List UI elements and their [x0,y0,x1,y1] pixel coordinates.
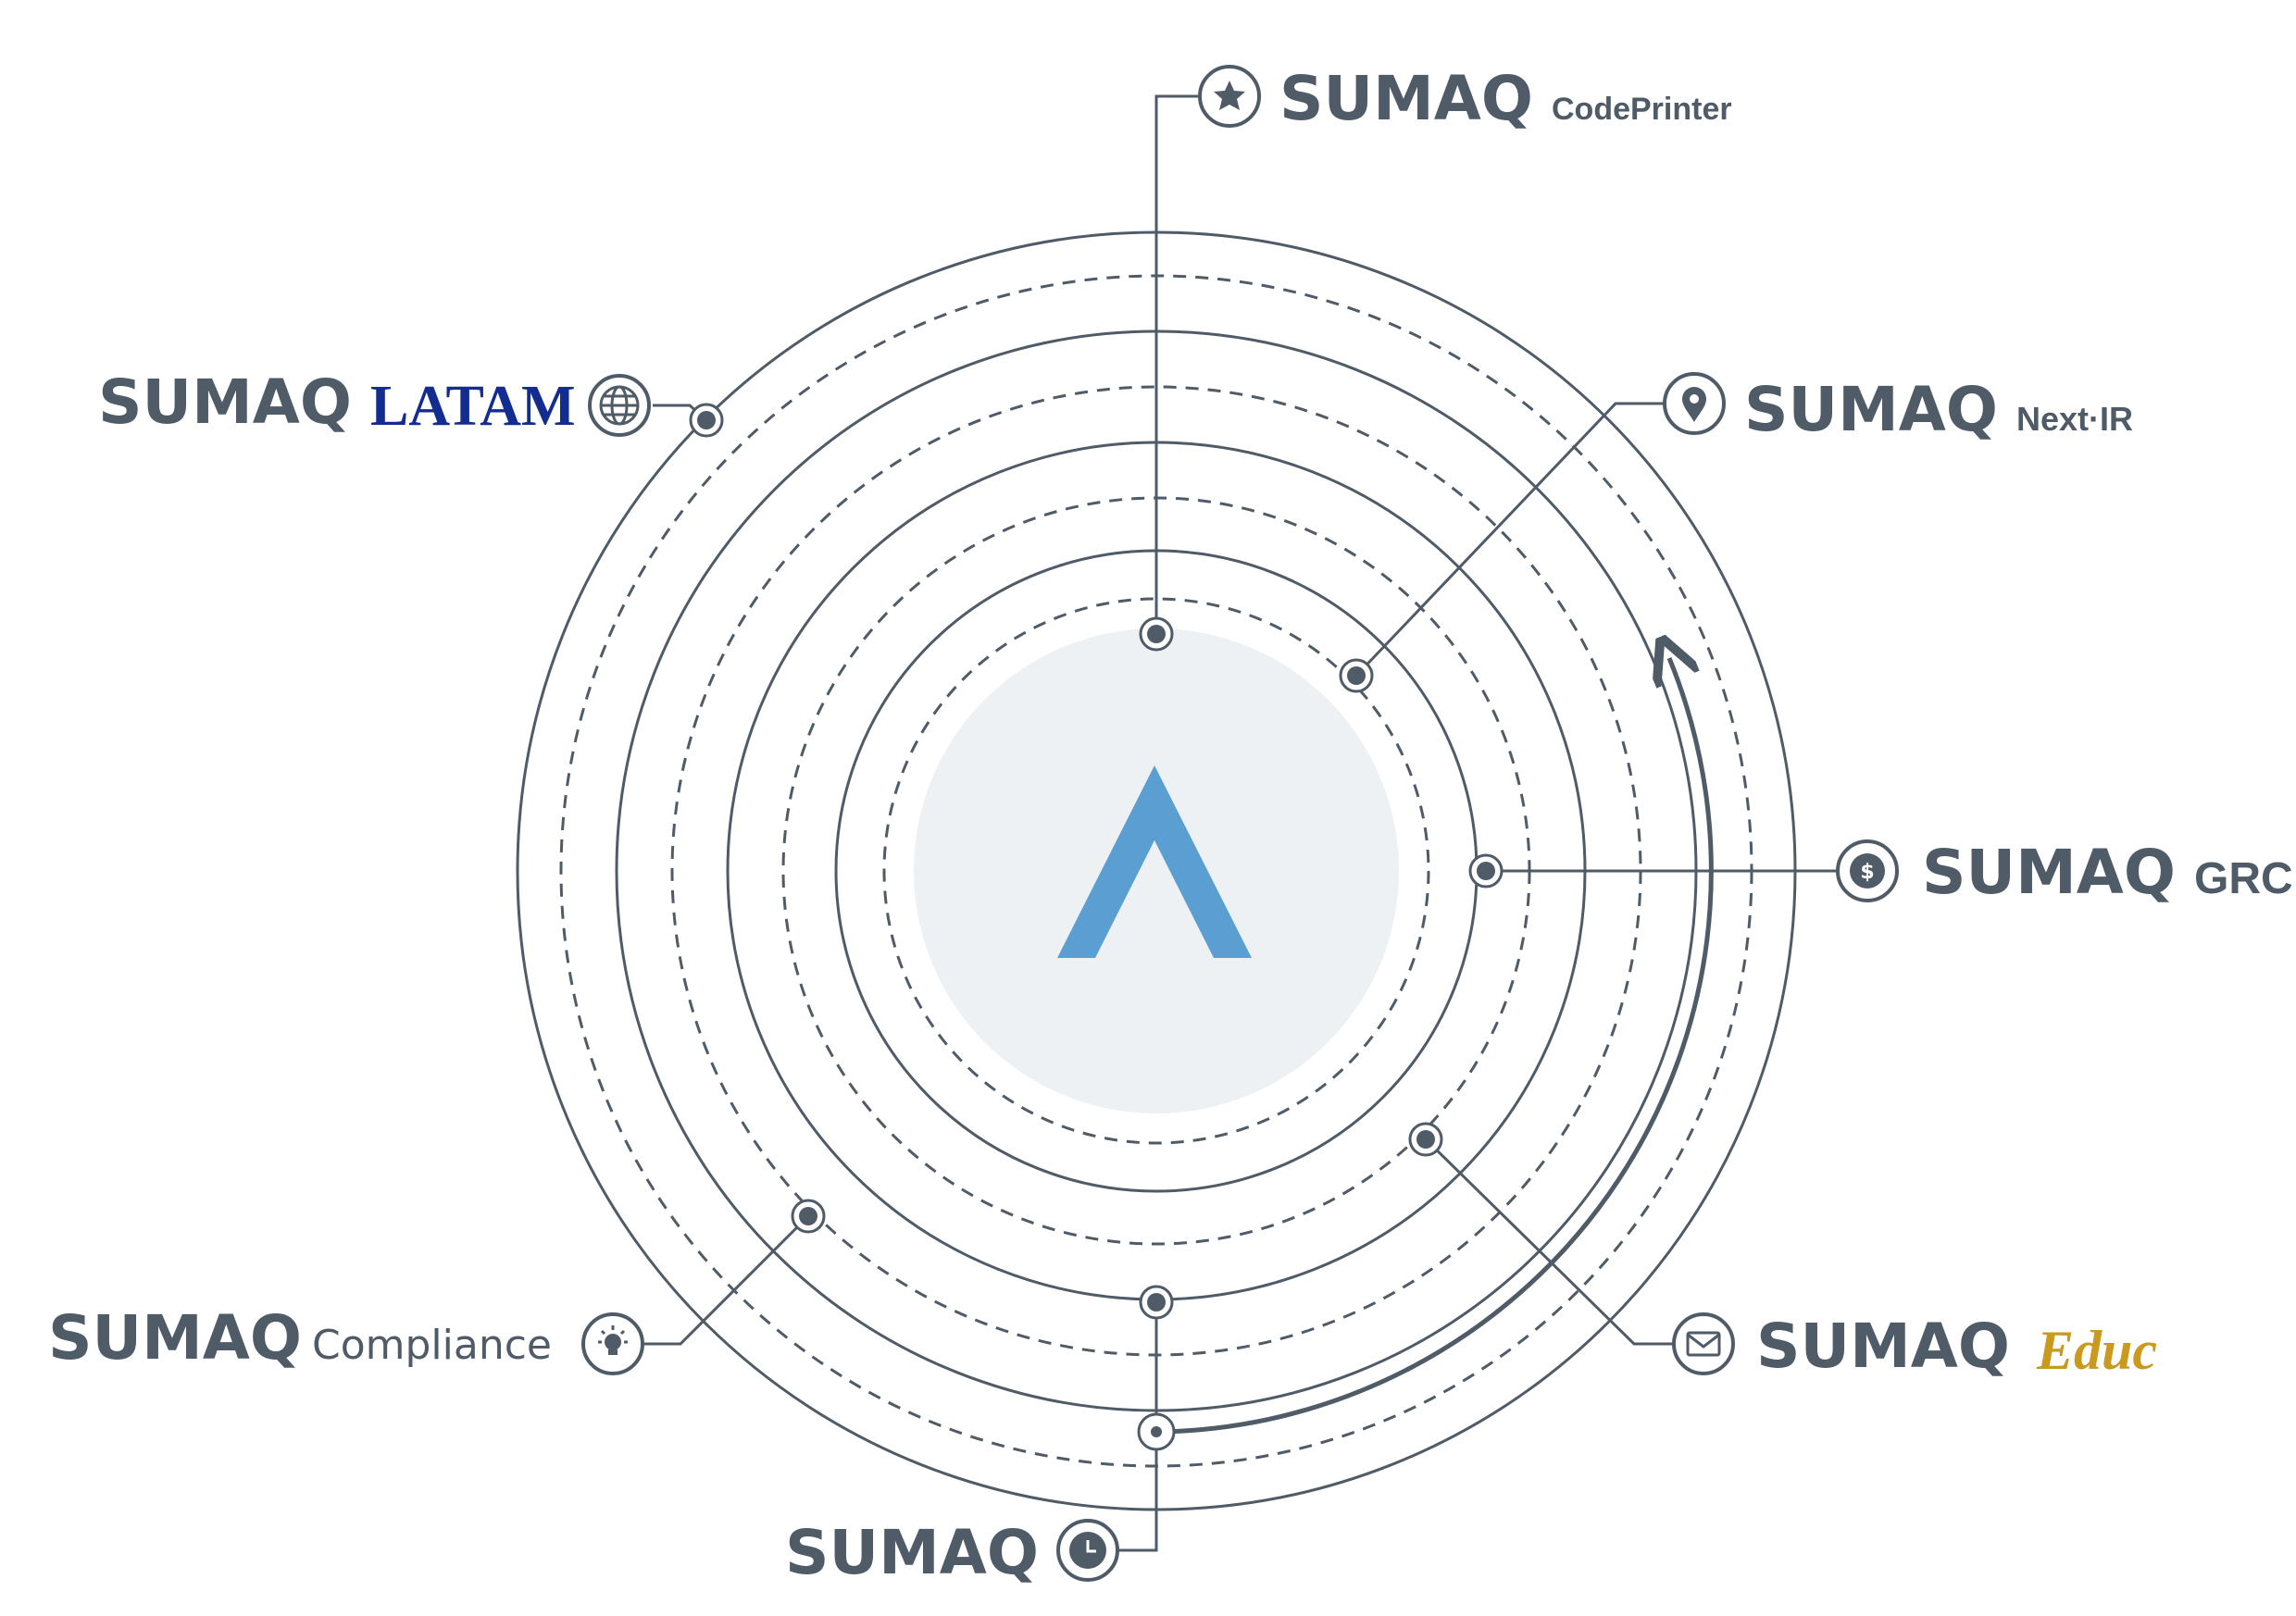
brand-prefix-grc: SUMAQ [1922,837,2176,908]
globe-icon[interactable] [588,374,651,437]
brand-prefix-sumaq: SUMAQ [785,1517,1039,1588]
brand-prefix-codeprinter: SUMAQ [1279,63,1533,134]
node-codeprinter[interactable] [1139,616,1174,652]
center-logo [914,628,1399,1113]
center-logo-mark [1057,765,1252,958]
center-disc [914,628,1399,1113]
ring-dashed-1 [882,597,1430,1145]
ring-nodes [689,403,1504,1451]
label-compliance[interactable]: SUMAQ Compliance [48,1302,552,1374]
label-sumaq[interactable]: SUMAQ [785,1517,1039,1588]
brand-prefix-educ: SUMAQ [1756,1311,2010,1382]
connector-educ [1424,1137,1674,1346]
connector-nextir [1354,402,1665,677]
brand-prefix-latam: SUMAQ [98,367,352,438]
brand-prefix-compliance: SUMAQ [48,1302,302,1374]
node-sumaq-inner[interactable] [1139,1285,1174,1320]
label-nextir[interactable]: SUMAQ Next·IR [1744,374,2133,445]
svg-text:$: $ [1860,861,1874,884]
node-nextir[interactable] [1339,658,1374,693]
clock-icon[interactable] [1056,1519,1119,1582]
lightbulb-icon[interactable] [581,1312,644,1375]
label-grc[interactable]: SUMAQ GRC [1922,837,2293,908]
location-pin-icon[interactable] [1663,372,1726,435]
node-educ[interactable] [1408,1122,1443,1157]
brand-suffix-codeprinter: CodePrinter [1552,92,1732,127]
mail-icon[interactable] [1672,1312,1735,1375]
label-codeprinter[interactable]: SUMAQ CodePrinter [1279,63,1732,134]
brand-suffix-nextir: Next·IR [2016,400,2133,438]
progress-arc [1158,658,1714,1435]
node-latam[interactable] [689,403,724,438]
brand-prefix-nextir: SUMAQ [1744,374,1998,445]
label-latam[interactable]: SUMAQ LATAM [98,367,576,438]
label-educ[interactable]: SUMAQ Educ [1756,1311,2157,1382]
dollar-icon[interactable]: $ [1836,839,1899,902]
node-sumaq-outer[interactable] [1137,1412,1176,1451]
brand-suffix-compliance: Compliance [312,1322,552,1369]
brand-suffix-educ: Educ [2036,1320,2157,1381]
star-icon[interactable] [1198,65,1261,128]
connector-codeprinter [1154,94,1200,634]
brand-suffix-grc: GRC [2194,854,2293,903]
connector-sumaq [1117,1302,1158,1552]
connector-compliance [644,1214,810,1346]
node-compliance[interactable] [791,1199,826,1234]
node-grc[interactable] [1468,853,1504,889]
brand-suffix-latam: LATAM [370,375,576,438]
